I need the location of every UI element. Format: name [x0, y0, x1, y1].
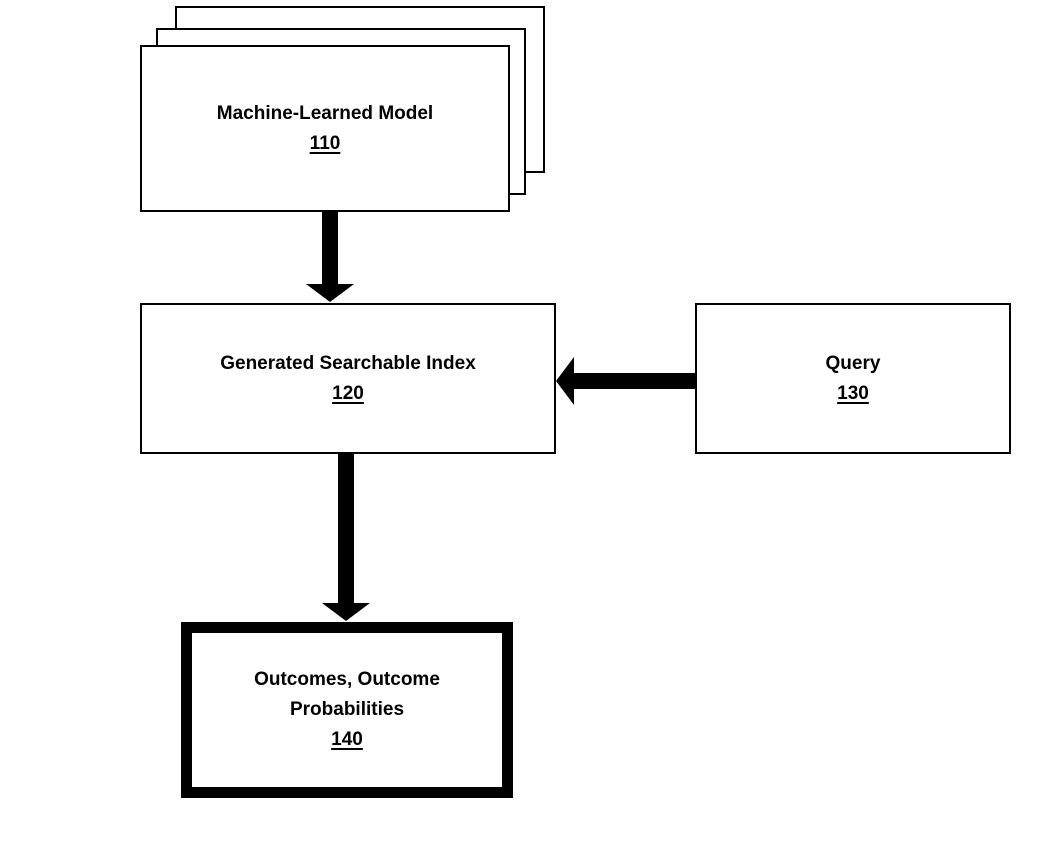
node-machine-learned-model-label: Machine-Learned Model — [216, 102, 434, 124]
node-outcomes: Outcomes, Outcome Probabilities 140 — [181, 622, 513, 798]
arrow-query-to-index-shaft — [574, 373, 695, 389]
node-outcomes-label-line2: Probabilities — [289, 699, 405, 720]
arrow-model-to-index-shaft — [322, 211, 338, 285]
node-query-label: Query — [825, 352, 881, 374]
node-machine-learned-model-ref: 110 — [309, 132, 341, 154]
node-outcomes-label-line1: Outcomes, Outcome — [254, 669, 440, 690]
arrow-down-icon — [322, 603, 370, 621]
node-query-ref: 130 — [837, 382, 869, 404]
arrow-left-icon — [556, 357, 574, 405]
node-query: Query 130 — [695, 303, 1011, 454]
node-generated-searchable-index: Generated Searchable Index 120 — [140, 303, 556, 454]
node-generated-searchable-index-ref: 120 — [332, 382, 364, 404]
node-machine-learned-model: Machine-Learned Model 110 — [140, 45, 510, 212]
arrow-down-icon — [306, 284, 354, 302]
arrow-index-to-outcomes-shaft — [338, 453, 354, 604]
node-outcomes-ref: 140 — [331, 729, 363, 750]
node-generated-searchable-index-label: Generated Searchable Index — [220, 352, 476, 374]
